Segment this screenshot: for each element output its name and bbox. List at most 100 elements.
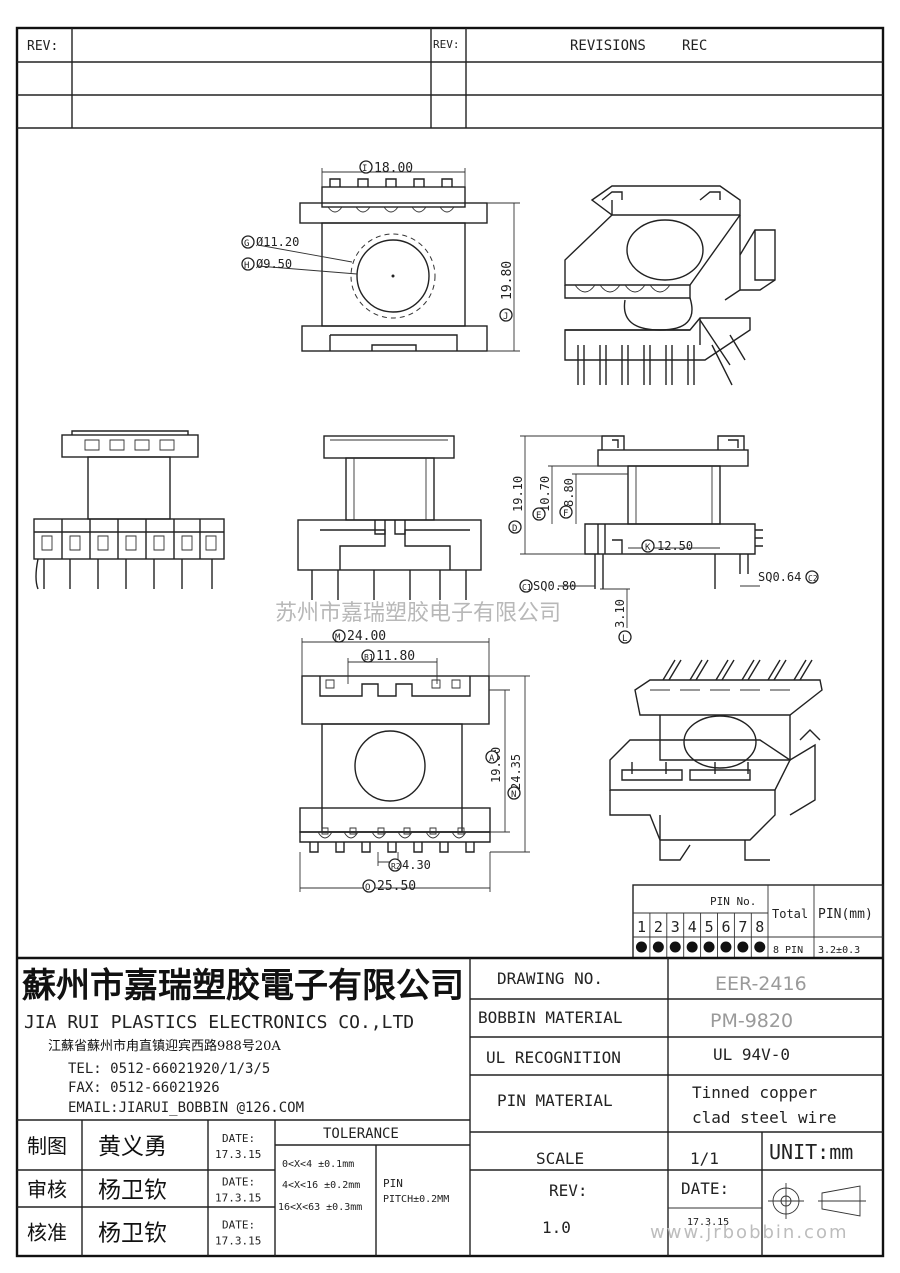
side-view: 19.10 D 10.70 E 8.80 F K 12.50 C1 SQ0.80… [508,435,819,644]
tolerance-row-1: 0<X<4 ±0.1mm [282,1159,354,1170]
drawing-no-value: EER-2416 [715,973,807,995]
tag-H: H [244,261,249,271]
scale-value: 1/1 [690,1149,719,1168]
signature-name-1: 黄义勇 [98,1134,167,1160]
tag-B1: B1 [364,653,374,662]
pin-dot-5 [703,941,715,953]
iso-view-top [564,185,776,386]
tag-C1: C1 [522,583,532,592]
dim-R2: 4.30 [402,858,431,872]
unit-label: UNIT:mm [769,1140,853,1164]
company-name-cn: 蘇州市嘉瑞塑胶電子有限公司 [22,966,464,1006]
bobbin-material-value: PM-9820 [710,1010,793,1032]
projection-symbol [768,1183,866,1219]
pin-number-2: 2 [654,918,663,936]
pin-dot-3 [669,941,681,953]
tag-F: F [563,509,568,519]
top-view: I 18.00 G Ø11.20 H Ø9.50 19.80 J [241,160,520,352]
bobbin-material-label: BOBBIN MATERIAL [478,1008,623,1027]
dim-B1: 11.80 [376,649,415,664]
tag-O: O [365,883,370,893]
dim-C1: SQ0.80 [533,579,576,593]
dim-I: 18.00 [374,161,413,176]
bottom-view: M 24.00 B1 11.80 19.00 A 24.35 N R2 4.30 [299,629,530,894]
pin-dot-4 [686,941,698,953]
tag-J: J [503,312,508,322]
revision-header: REV: REV: REVISIONS REC [17,28,883,129]
tag-D: D [512,524,517,534]
rev-label: REV: [549,1181,588,1200]
revisions-label: REVISIONS [570,38,646,54]
signature-date-label-1: DATE: [222,1132,255,1145]
company-name-en: JIA RUI PLASTICS ELECTRONICS CO.,LTD [24,1012,414,1033]
tag-R2: R2 [391,862,401,871]
pin-dot-7 [737,941,749,953]
tolerance-row-2: 4<X<16 ±0.2mm [282,1180,360,1191]
signature-role-2: 审核 [27,1178,67,1202]
signature-date-3: 17.3.15 [215,1235,261,1248]
pin-number-5: 5 [705,918,714,936]
company-email: EMAIL:JIARUI_BOBBIN @126.COM [68,1100,304,1116]
signature-date-2: 17.3.15 [215,1192,261,1205]
pin-dot-8 [754,941,766,953]
pin-number-1: 1 [637,918,646,936]
tag-I: I [362,164,367,174]
front-view-mid [297,435,482,600]
title-block: 蘇州市嘉瑞塑胶電子有限公司 JIA RUI PLASTICS ELECTRONI… [17,956,883,1256]
tolerance-pitch: PITCH±0.2MM [383,1194,449,1205]
company-tel: TEL: 0512-66021920/1/3/5 [68,1061,270,1077]
tolerance-title: TOLERANCE [323,1126,399,1142]
rec-label: REC [682,38,707,54]
pin-mm-label: PIN(mm) [818,907,873,922]
tag-N: N [511,790,516,800]
dim-E: 10.70 [538,476,552,512]
outer-border [15,26,885,1258]
signature-name-3: 杨卫钦 [98,1221,167,1247]
footer-watermark: www.jrbobbin.com [650,1222,849,1243]
ul-label: UL RECOGNITION [486,1048,621,1067]
pin-number-7: 7 [738,918,747,936]
pin-dot-1 [635,941,647,953]
rev-value: 1.0 [542,1218,571,1237]
center-hole-outer [350,233,436,319]
dim-K: 12.50 [657,539,693,553]
tag-C2: C2 [808,574,818,583]
rev-label-left: REV: [27,39,58,54]
tag-L: L [622,634,627,644]
front-view-left [33,430,225,590]
dim-M: 24.00 [347,629,386,644]
pin-table-title: PIN No. [710,895,756,908]
tag-A: A [489,754,495,764]
signature-date-1: 17.3.15 [215,1148,261,1161]
dim-D: 19.10 [511,476,525,512]
dim-C2: SQ0.64 [758,570,801,584]
pin-total-value: 8 PIN [773,945,803,956]
pin-dot-2 [652,941,664,953]
pin-material-value-2: clad steel wire [692,1108,837,1127]
signature-date-label-2: DATE: [222,1176,255,1189]
watermark-company-cn: 苏州市嘉瑞塑胶电子有限公司 [275,601,561,626]
rev-label-right: REV: [433,38,460,51]
dim-G: Ø11.20 [256,235,299,249]
dim-N: 24.35 [509,754,523,790]
signature-name-2: 杨卫钦 [98,1178,167,1204]
tag-E: E [536,511,541,521]
iso-view-bottom [609,659,823,861]
company-fax: FAX: 0512-66021926 [68,1080,220,1096]
signature-date-label-3: DATE: [222,1219,255,1232]
pin-number-4: 4 [688,918,697,936]
date-value: 17.3.15 [687,1217,729,1228]
tag-M: M [335,633,341,643]
ul-value: UL 94V-0 [713,1045,790,1064]
dim-H: Ø9.50 [256,257,292,271]
center-hole-inner [356,239,430,313]
dim-L: 3.10 [613,599,627,628]
pin-number-8: 8 [755,918,764,936]
pin-material-label: PIN MATERIAL [497,1091,613,1110]
dim-O: 25.50 [377,879,416,894]
pin-mm-value: 3.2±0.3 [818,945,860,956]
